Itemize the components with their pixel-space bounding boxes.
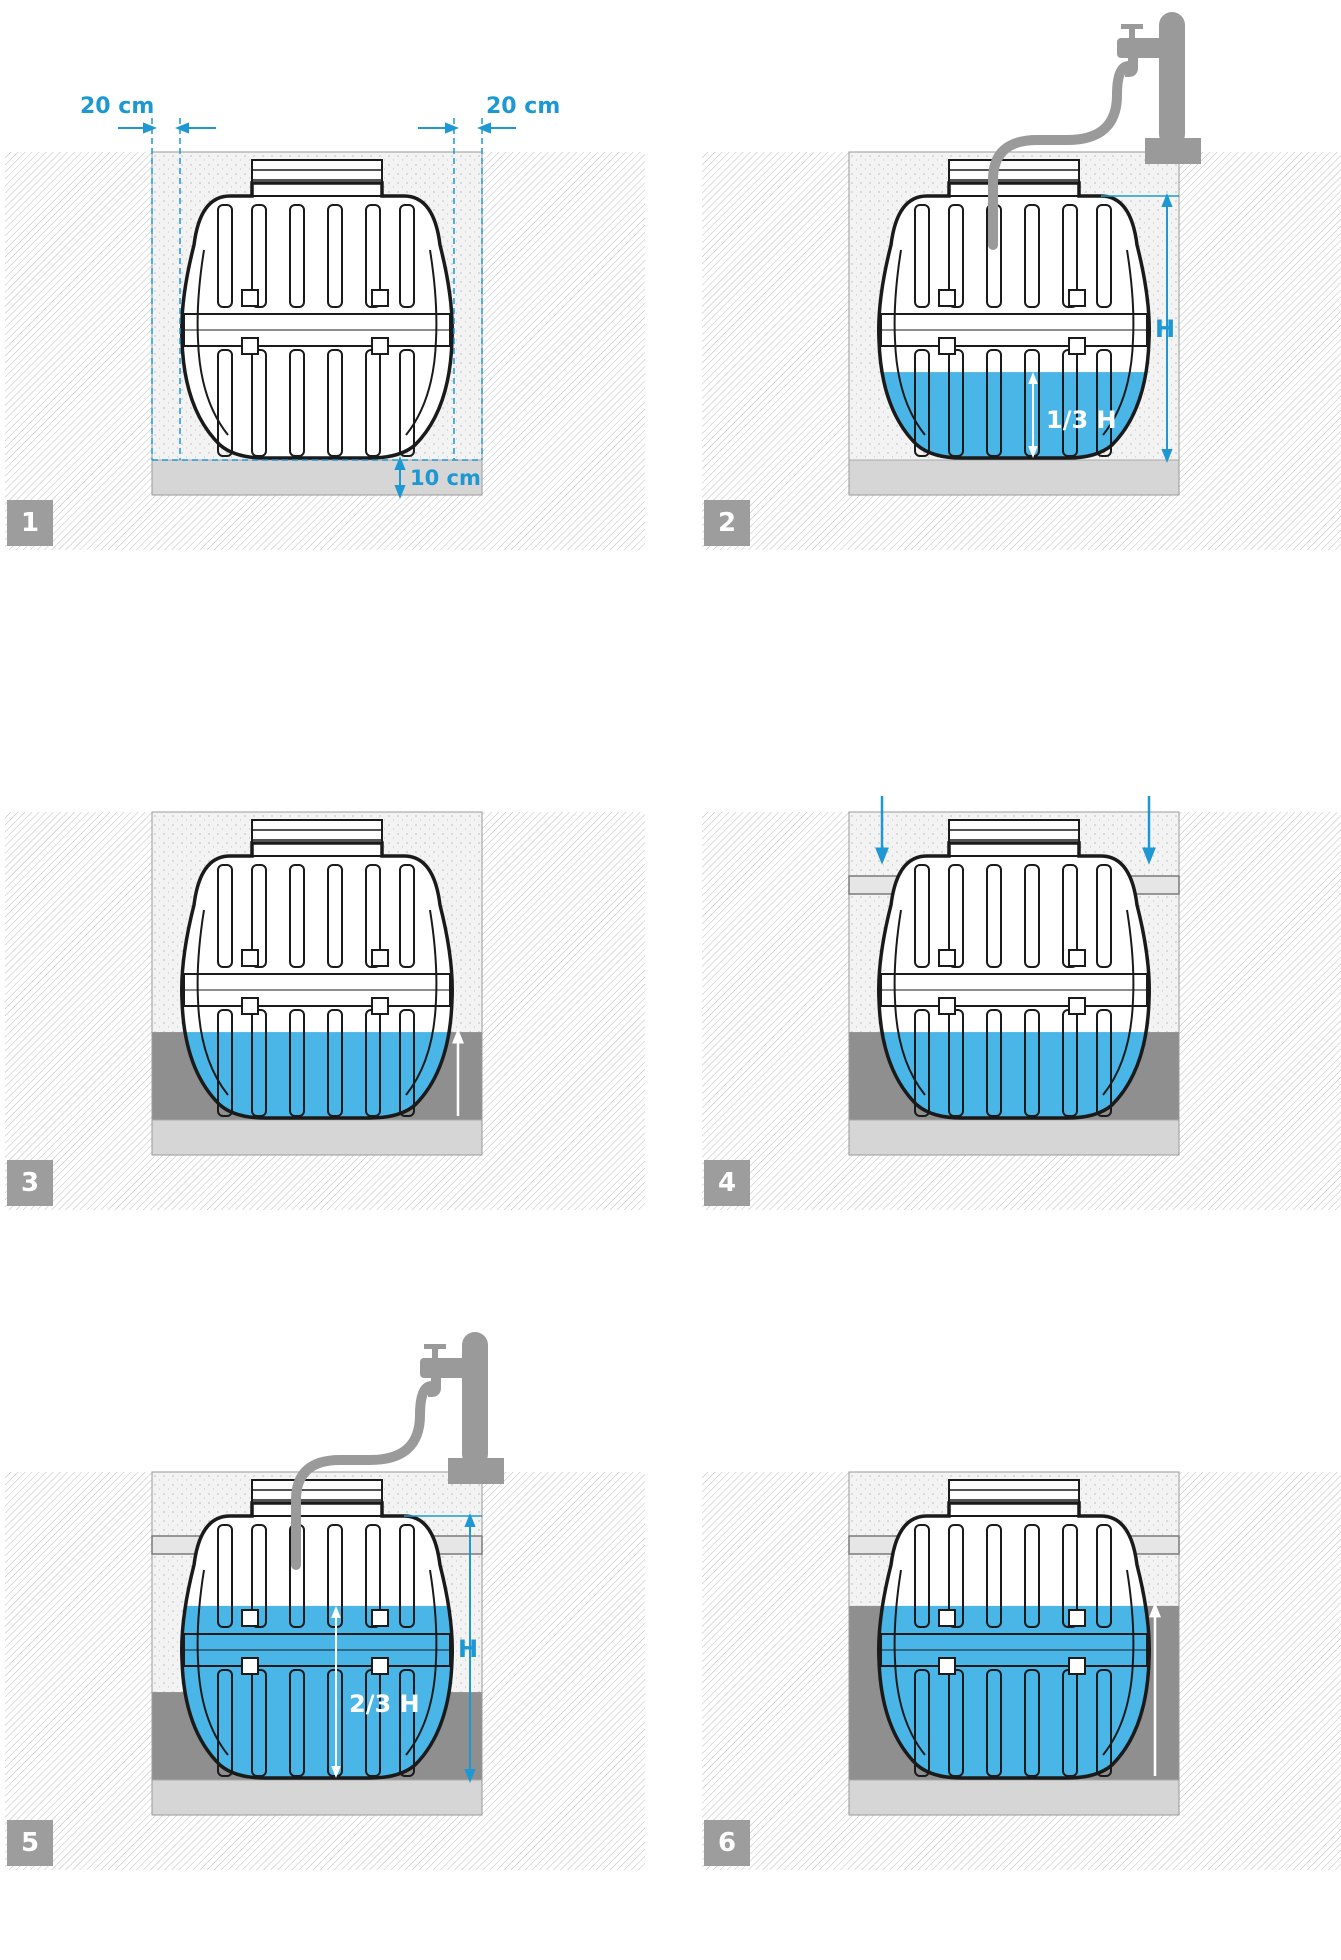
step-3-panel: 3 bbox=[0, 660, 640, 1300]
tank-height-label: H bbox=[458, 1637, 478, 1661]
outlet-pipe bbox=[1129, 876, 1179, 894]
step-number-badge: 2 bbox=[704, 500, 750, 546]
step-4-panel: 4 bbox=[697, 660, 1337, 1300]
tank-cap bbox=[252, 160, 382, 196]
standpipe-base bbox=[448, 1458, 504, 1484]
tank-body bbox=[182, 183, 453, 458]
tank-lug bbox=[372, 950, 388, 966]
step-number-badge: 1 bbox=[7, 500, 53, 546]
outlet-pipe bbox=[1129, 1536, 1179, 1554]
tap-body bbox=[1117, 38, 1163, 58]
tank-lug bbox=[939, 950, 955, 966]
clearance-right-label: 20 cm bbox=[486, 96, 560, 118]
tank-lug bbox=[939, 338, 955, 354]
tank-cap bbox=[949, 160, 1079, 196]
tank-lug bbox=[372, 998, 388, 1014]
concrete-base bbox=[152, 1780, 482, 1815]
concrete-base bbox=[849, 1120, 1179, 1155]
inlet-pipe bbox=[849, 1536, 899, 1554]
fill-level-label: 1/3 H bbox=[1046, 408, 1117, 432]
tank-lug bbox=[1069, 338, 1085, 354]
tank-lug bbox=[242, 338, 258, 354]
step-2-panel: H 1/3 H 2 bbox=[697, 0, 1337, 640]
step-2-illustration bbox=[697, 0, 1337, 640]
concrete-base bbox=[849, 460, 1179, 495]
tank-lug bbox=[939, 1610, 955, 1626]
tank-cap bbox=[949, 1480, 1079, 1516]
tank-lug bbox=[1069, 290, 1085, 306]
step-number-badge: 5 bbox=[7, 1820, 53, 1866]
tank-lug bbox=[939, 290, 955, 306]
tank-lug bbox=[939, 1658, 955, 1674]
tank bbox=[867, 160, 1167, 463]
step-6-illustration bbox=[697, 1320, 1337, 1960]
standpipe-base bbox=[1145, 138, 1201, 164]
tank-cap bbox=[949, 820, 1079, 856]
tank-lug bbox=[242, 1610, 258, 1626]
concrete-base bbox=[849, 1780, 1179, 1815]
inlet-pipe bbox=[849, 876, 899, 894]
step-5-illustration bbox=[0, 1320, 640, 1960]
tank-cap bbox=[252, 1480, 382, 1516]
tank-lug bbox=[1069, 1610, 1085, 1626]
step-number-badge: 6 bbox=[704, 1820, 750, 1866]
step-6-panel: 6 bbox=[697, 1320, 1337, 1960]
tank-lug bbox=[372, 1610, 388, 1626]
base-thickness-label: 10 cm bbox=[410, 468, 481, 489]
tank-lug bbox=[372, 290, 388, 306]
tank-lug bbox=[372, 338, 388, 354]
step-number-badge: 3 bbox=[7, 1160, 53, 1206]
tank bbox=[170, 820, 470, 1123]
tank-lug bbox=[242, 1658, 258, 1674]
tank-lug bbox=[372, 1658, 388, 1674]
concrete-base bbox=[152, 1120, 482, 1155]
standpipe bbox=[1159, 12, 1185, 147]
tank-lug bbox=[242, 998, 258, 1014]
step-1-panel: 20 cm 20 cm 10 cm 1 bbox=[0, 0, 640, 640]
tank-lug bbox=[242, 950, 258, 966]
tank-lug bbox=[1069, 998, 1085, 1014]
clearance-left-label: 20 cm bbox=[80, 96, 154, 118]
tank bbox=[170, 1480, 470, 1783]
fill-level-label: 2/3 H bbox=[349, 1692, 420, 1716]
tank bbox=[867, 1480, 1167, 1783]
tank bbox=[182, 160, 453, 458]
tank-cap bbox=[252, 820, 382, 856]
standpipe bbox=[462, 1332, 488, 1467]
tank-lug bbox=[1069, 950, 1085, 966]
step-number-badge: 4 bbox=[704, 1160, 750, 1206]
tank-lug bbox=[242, 290, 258, 306]
tank-lug bbox=[939, 998, 955, 1014]
tap-body bbox=[420, 1358, 466, 1378]
tank bbox=[867, 820, 1167, 1123]
tank-height-label: H bbox=[1155, 317, 1175, 341]
step-4-illustration bbox=[697, 660, 1337, 1300]
step-3-illustration bbox=[0, 660, 640, 1300]
tank-lug bbox=[1069, 1658, 1085, 1674]
outlet-pipe bbox=[432, 1536, 482, 1554]
inlet-pipe bbox=[152, 1536, 202, 1554]
step-5-panel: H 2/3 H 5 bbox=[0, 1320, 640, 1960]
